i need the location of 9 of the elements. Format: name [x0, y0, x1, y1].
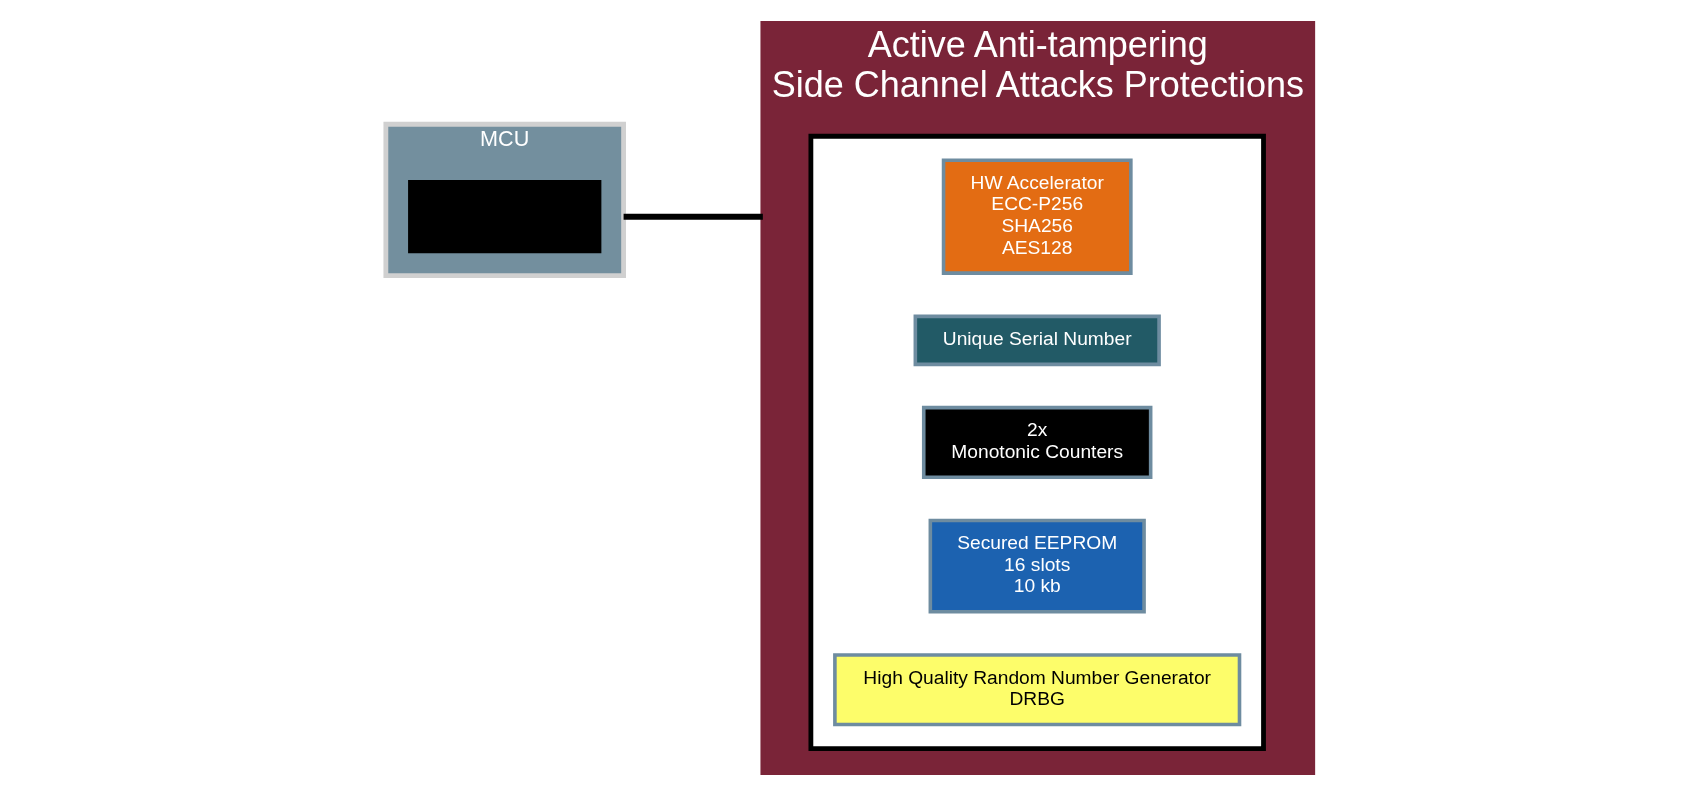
node-box: Secured EEPROM 16 slots 10 kb [928, 518, 1146, 613]
cluster [808, 133, 1266, 751]
node-box: 2x Monotonic Counters [921, 405, 1153, 479]
node-box: HW Accelerator ECC-P256 SHA256 AES128 [941, 158, 1133, 275]
node-box [408, 179, 602, 253]
connector [623, 213, 763, 220]
node-box: High Quality Random Number Generator DRBG [833, 652, 1242, 726]
cluster: MCU [383, 121, 626, 278]
node-box: Unique Serial Number [913, 314, 1161, 366]
